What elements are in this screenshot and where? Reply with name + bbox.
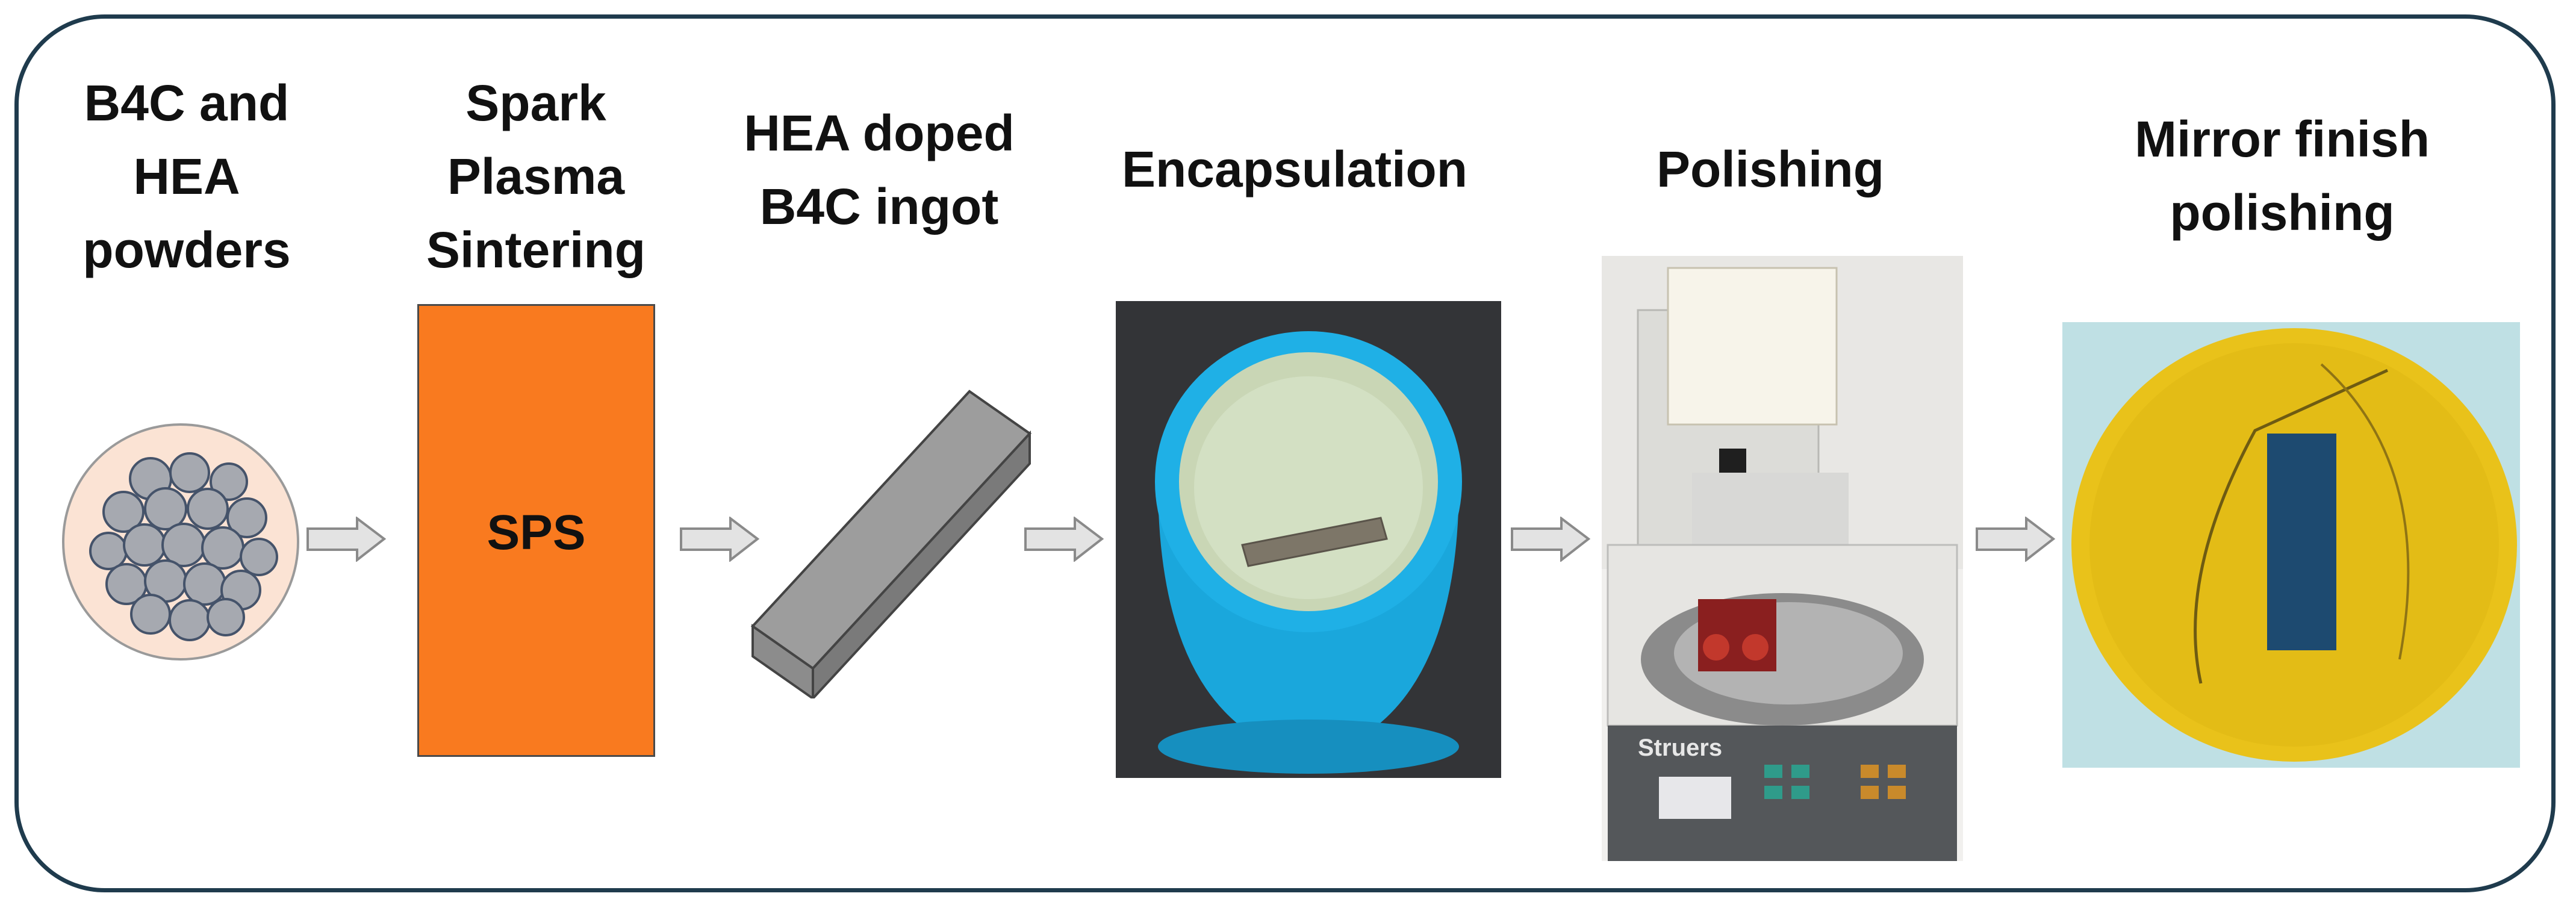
label-sps-line2: Plasma [447,148,625,205]
label-mirror-finish: Mirror finish polishing [2083,102,2481,249]
label-powders-line2: HEA [133,148,240,205]
label-sps: Spark Plasma Sintering [385,66,686,287]
encapsulation-photo [1116,301,1501,778]
arrow-right-icon [1024,517,1105,562]
label-powders-line3: powders [82,222,291,278]
label-sps-line1: Spark [465,75,606,131]
arrow-right-icon [1975,517,2056,562]
label-ingot: HEA doped B4C ingot [698,96,1060,243]
arrow-right-icon [679,517,761,562]
label-encapsulation: Encapsulation [1084,132,1505,206]
arrow-right-icon [1510,517,1591,562]
label-encapsulation-line1: Encapsulation [1121,141,1468,197]
ingot-icon [741,385,1042,698]
label-polishing-line1: Polishing [1657,141,1884,197]
arrow-right-icon [306,517,387,562]
label-powders-line1: B4C and [84,75,290,131]
powder-particles-icon [60,421,301,662]
mirror-finish-photo [2062,322,2520,768]
label-ingot-line1: HEA doped [744,105,1015,161]
label-sps-line3: Sintering [426,222,646,278]
label-mirror-finish-line1: Mirror finish [2134,111,2430,167]
sps-label: SPS [487,505,586,560]
machine-brand-label: Struers [1638,735,1722,761]
label-powders: B4C and HEA powders [36,66,337,287]
sps-box: SPS [417,304,655,757]
polishing-machine-photo: Struers [1602,256,1963,861]
label-ingot-line2: B4C ingot [759,178,999,235]
label-mirror-finish-line2: polishing [2170,184,2395,241]
label-polishing: Polishing [1590,132,1951,206]
